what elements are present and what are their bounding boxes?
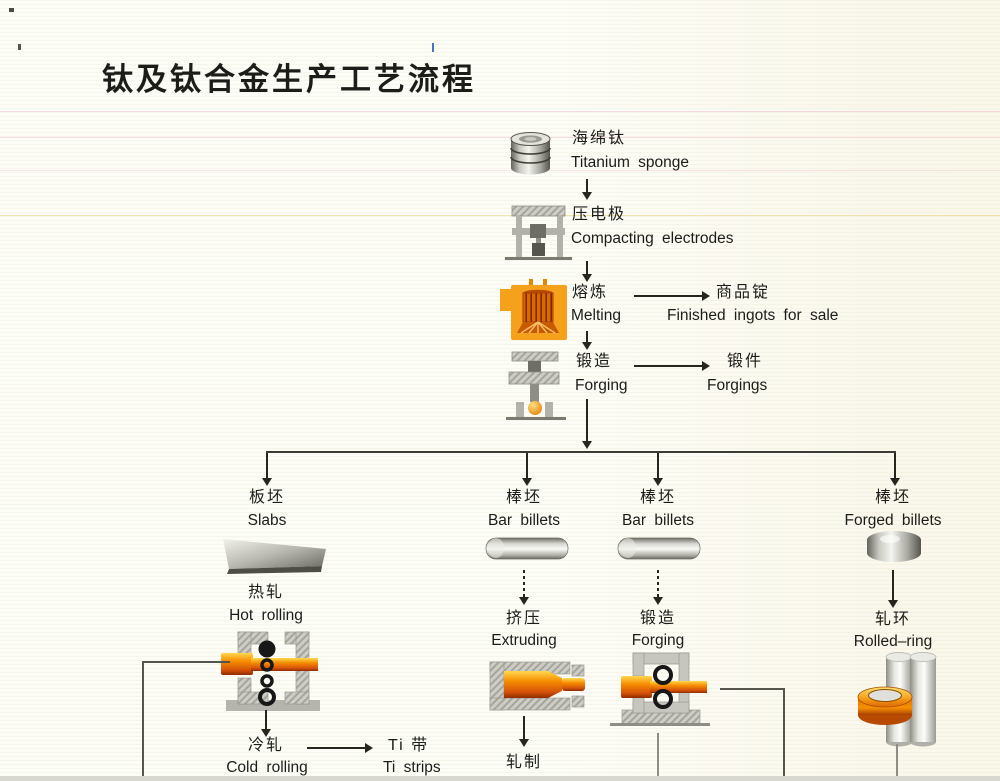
forging-label-zh: 锻造 [576, 353, 613, 370]
arrow-branch-bar-billets-2 [521, 453, 532, 486]
cold-rolling-label-en: Cold rolling [226, 759, 308, 776]
ti-strips-label-en: Ti strips [383, 759, 441, 776]
compacting-press-icon [505, 205, 572, 260]
branch-forging-label-zh: 锻造 [639, 610, 677, 627]
slab-icon [223, 539, 326, 574]
extruder-icon [489, 661, 585, 711]
arrow-branch-forged-billets [889, 453, 900, 486]
arrow-billet-to-rolled-ring [887, 570, 898, 608]
hot-rolling-label-en: Hot rolling [229, 607, 303, 624]
hot-rolling-return-line [142, 661, 230, 781]
arrow-cold-rolling-to-ti-strips [307, 742, 373, 753]
forging-output-line [720, 688, 785, 781]
arrow-forging-to-branches [581, 399, 592, 449]
bar-billet-icon [617, 537, 701, 560]
ring-rolling-mill-icon [857, 652, 937, 747]
arrow-extruder-to-rolling [518, 716, 529, 747]
forged-billets-label-en: Forged billets [844, 512, 942, 529]
sponge-label-en: Titanium sponge [571, 154, 690, 171]
cold-rolling-label-zh: 冷轧 [247, 737, 285, 754]
arrow-compacting-to-melting [581, 261, 592, 282]
rolled-ring-label-en: Rolled–ring [853, 633, 933, 650]
slabs-label-en: Slabs [247, 512, 287, 529]
rolled-ring-label-zh: 轧环 [874, 611, 912, 628]
finished-ingots-label-zh: 商品锭 [716, 284, 771, 301]
forged-billet-icon [867, 531, 921, 562]
bar-billet-icon [485, 537, 569, 560]
melting-furnace-icon [500, 279, 567, 340]
forging-down-line [657, 733, 659, 781]
melting-label-zh: 熔炼 [572, 284, 609, 301]
arrow-mill-to-cold-rolling [260, 710, 271, 737]
arrow-billet-to-forging [652, 570, 663, 605]
titanium-sponge-icon [510, 132, 551, 175]
arrow-billet-to-extruding [518, 570, 529, 605]
forged-billets-label-zh: 棒坯 [874, 489, 912, 506]
scan-bottom-edge [0, 776, 1000, 781]
arrow-branch-bar-billets-3 [652, 453, 663, 486]
bar-billets-3-label-en: Bar billets [621, 512, 695, 529]
forging-press-icon [506, 351, 566, 420]
forgings-label-zh: 锻件 [727, 353, 764, 370]
branch-line [266, 451, 896, 453]
finished-ingots-label-en: Finished ingots for sale [667, 307, 839, 324]
melting-label-en: Melting [571, 307, 621, 324]
bar-billets-2-label-zh: 棒坯 [505, 489, 543, 506]
arrow-sponge-to-compacting [581, 179, 592, 200]
branch-forging-label-en: Forging [631, 632, 685, 649]
rod-forging-machine-icon [610, 652, 710, 726]
page-title: 钛及钛合金生产工艺流程 [102, 62, 476, 97]
extruding-label-en: Extruding [491, 632, 557, 649]
forgings-label-en: Forgings [707, 377, 768, 394]
rolling-next-label-zh: 轧制 [505, 754, 543, 771]
bar-billets-3-label-zh: 棒坯 [639, 489, 677, 506]
arrow-branch-slabs [261, 453, 272, 486]
hot-rolling-mill-icon [221, 631, 320, 711]
extruding-label-zh: 挤压 [505, 610, 543, 627]
compacting-label-zh: 压电极 [572, 206, 627, 223]
compacting-label-en: Compacting electrodes [571, 230, 734, 247]
arrow-melting-to-forging [581, 331, 592, 350]
slabs-label-zh: 板坯 [248, 489, 286, 506]
arrow-melting-to-ingots [634, 290, 710, 301]
hot-rolling-label-zh: 热轧 [247, 584, 285, 601]
forging-label-en: Forging [575, 377, 628, 394]
sponge-label-zh: 海绵钛 [572, 130, 627, 147]
arrow-forging-to-forgings [634, 360, 710, 371]
ti-strips-label-zh: Ti 带 [388, 737, 430, 754]
bar-billets-2-label-en: Bar billets [487, 512, 561, 529]
ring-mill-down-line [896, 744, 898, 781]
